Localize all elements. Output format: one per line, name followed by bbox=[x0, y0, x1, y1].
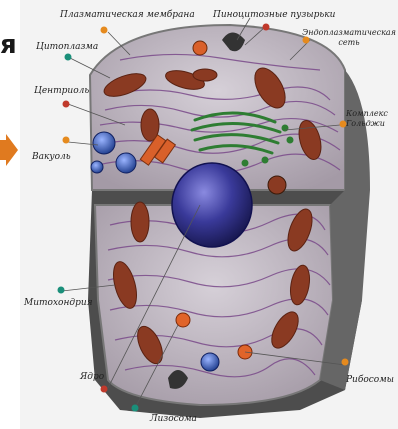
label-golgi-line2: Гольджи bbox=[346, 119, 385, 129]
label-pinocytic-vesicles: Пиноцитозные пузырьки bbox=[213, 10, 335, 20]
pin-cytoplasm bbox=[65, 54, 72, 61]
label-cytoplasm: Цитоплазма bbox=[36, 42, 98, 52]
pin-mitochondria bbox=[58, 287, 65, 294]
label-centriole: Центриоль bbox=[34, 86, 89, 96]
label-lysosome: Лизосома bbox=[150, 414, 197, 424]
label-vacuole: Вакуоль bbox=[32, 152, 71, 162]
pin-lysosome bbox=[132, 405, 139, 412]
pin-centriole bbox=[63, 101, 70, 108]
vacuole-3 bbox=[91, 161, 103, 173]
lysosome-1 bbox=[176, 313, 190, 327]
label-er-line2: сеть bbox=[300, 38, 398, 48]
vacuole-1 bbox=[93, 132, 115, 154]
pin-vacuole bbox=[63, 137, 70, 144]
label-mitochondria: Митохондрия bbox=[24, 298, 93, 308]
label-er-line1: Эндоплазматическая bbox=[300, 28, 398, 38]
label-nucleus: Ядро bbox=[80, 372, 104, 382]
arrow-icon bbox=[0, 134, 18, 166]
label-ribosomes: Рибосомы bbox=[346, 375, 394, 385]
small-organelle bbox=[268, 176, 286, 194]
pin-nucleus bbox=[101, 386, 108, 393]
pin-plasma-membrane bbox=[101, 27, 108, 34]
pin-ribosomes bbox=[342, 359, 349, 366]
label-plasma-membrane: Плазматическая мембрана bbox=[60, 10, 195, 20]
pin-pinocytic bbox=[263, 24, 270, 31]
label-golgi-line1: Комплекс bbox=[346, 109, 388, 119]
nucleus bbox=[172, 163, 252, 247]
vacuole-2 bbox=[116, 153, 136, 173]
vesicle-top bbox=[193, 41, 207, 55]
vacuole-4 bbox=[201, 353, 219, 371]
